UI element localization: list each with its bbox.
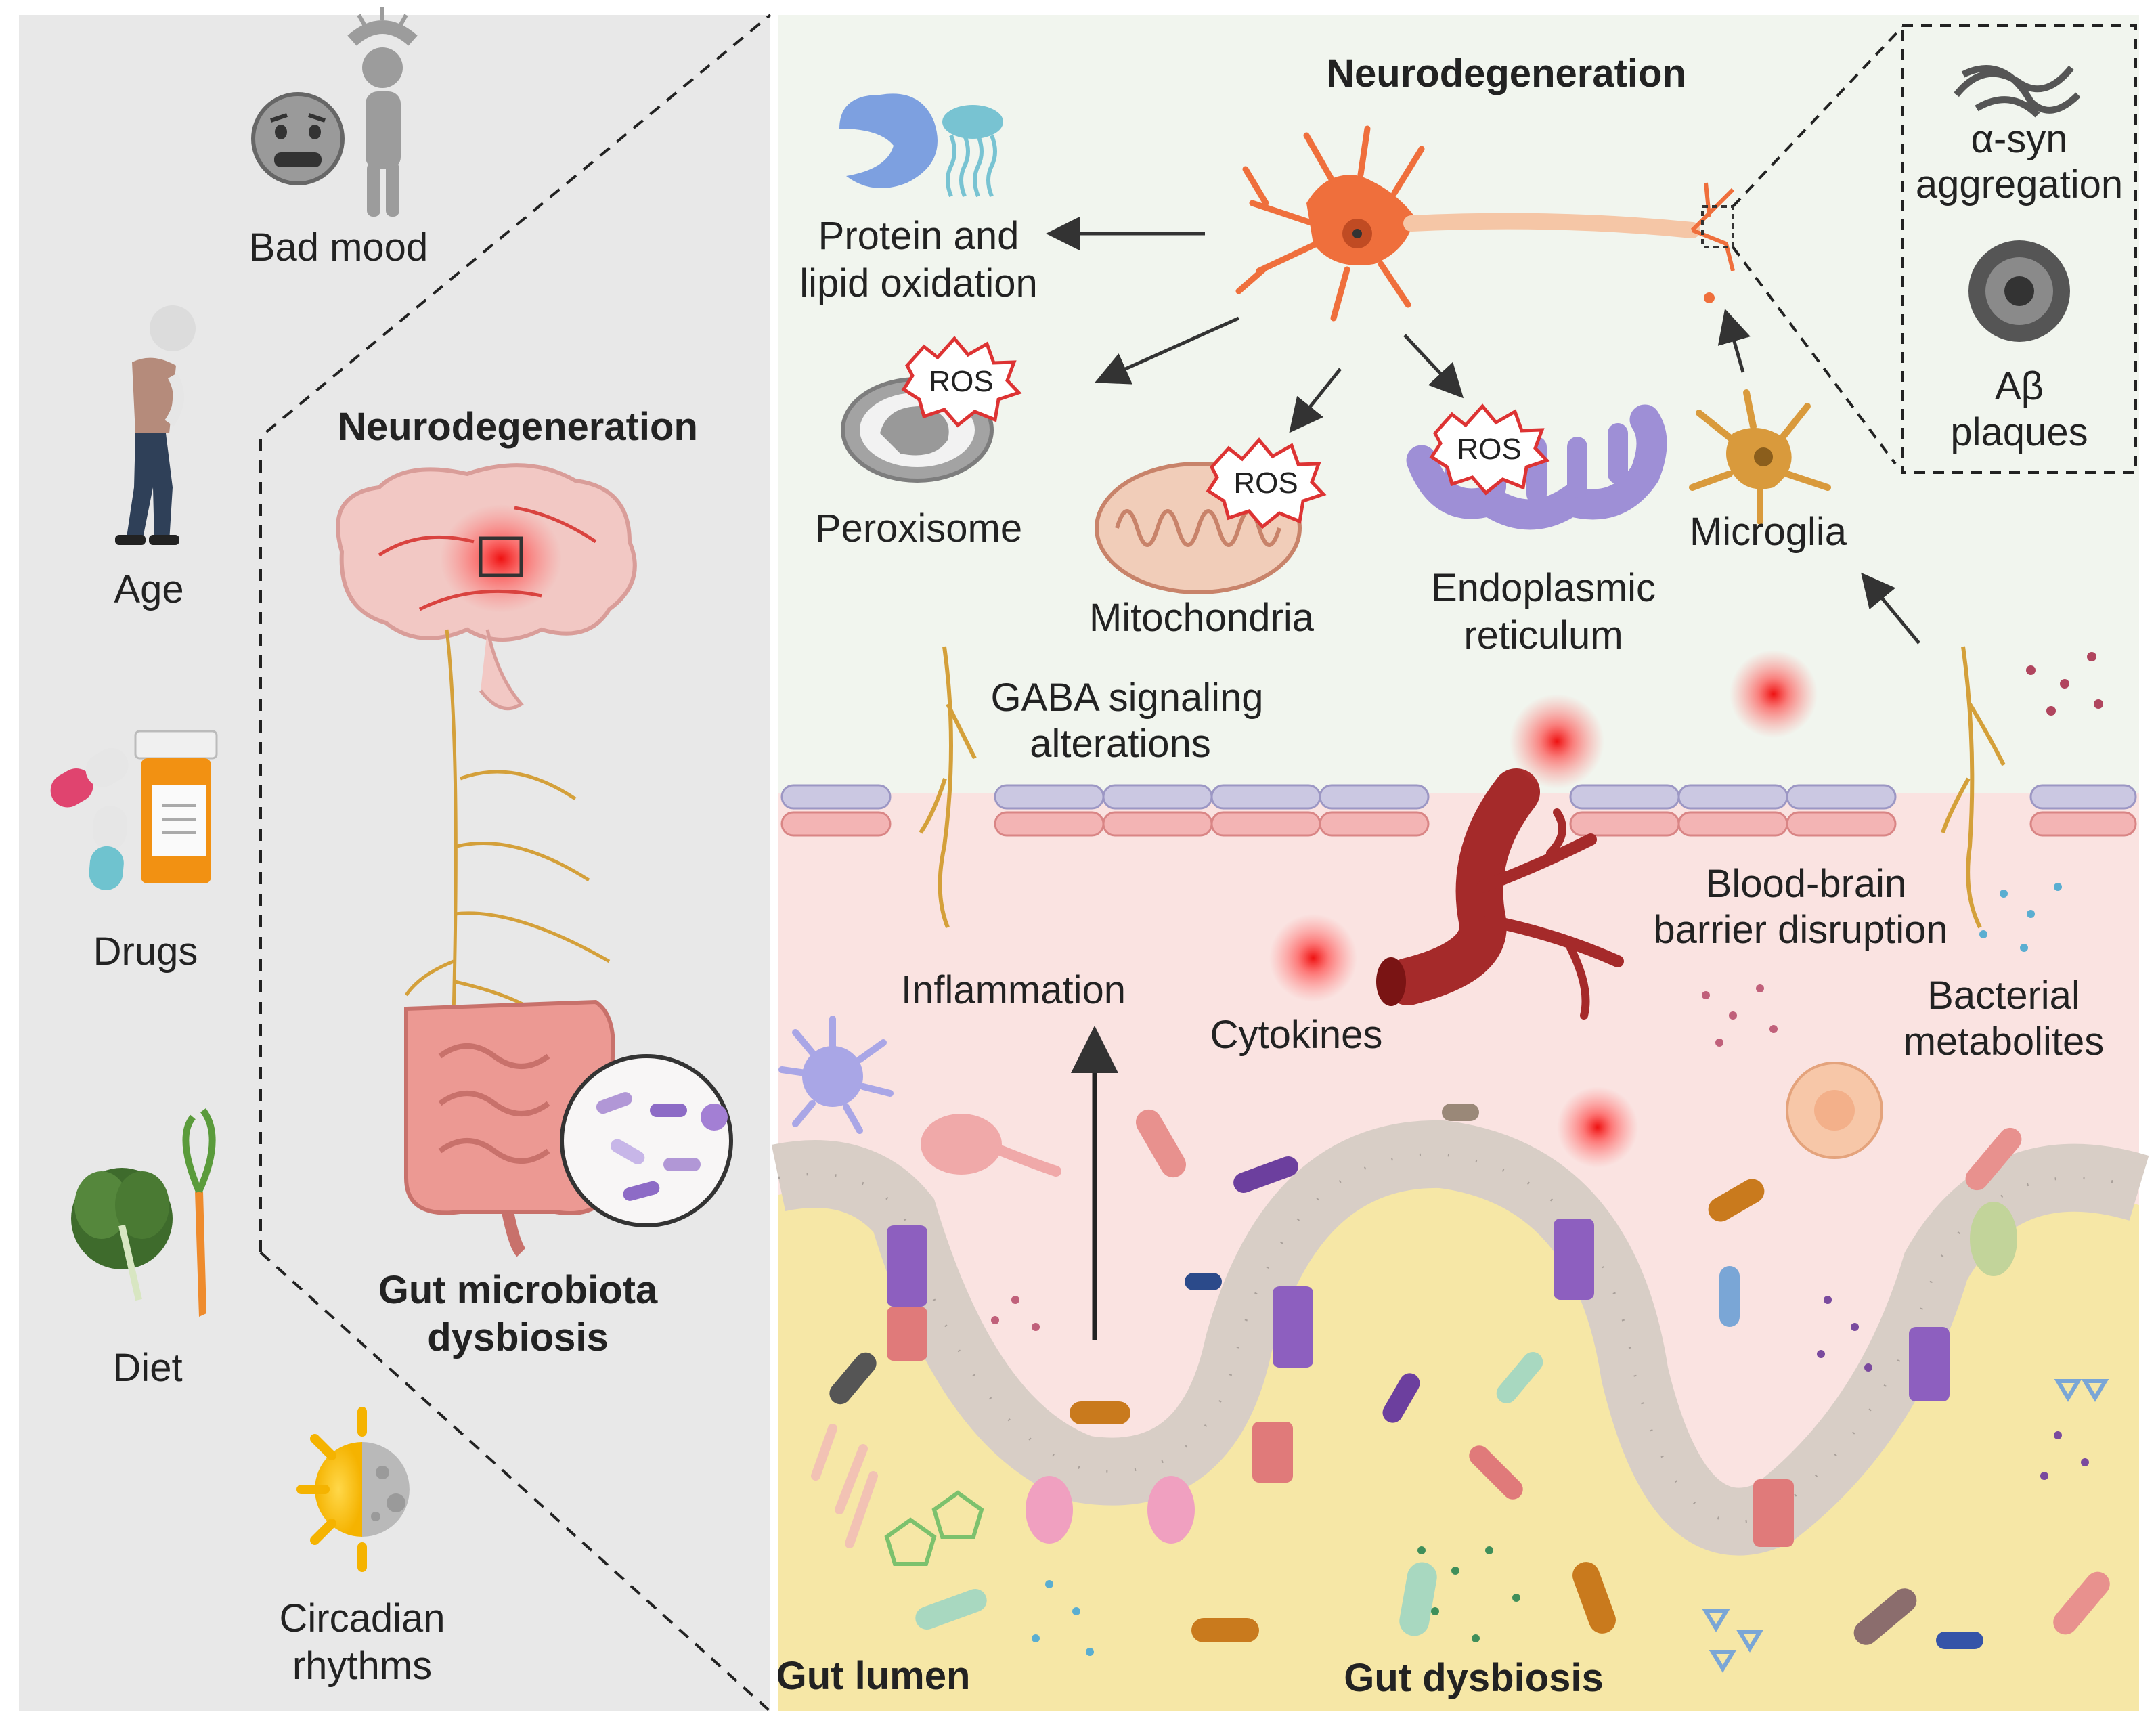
cytokine-glow xyxy=(1730,650,1818,738)
gaba-label-line1: GABA signaling xyxy=(990,676,1263,720)
damaged-tight-junction xyxy=(887,1307,927,1361)
er-label-line1: Endoplasmic xyxy=(1431,566,1656,610)
bacterial-metabolites-label-line1: Bacterial xyxy=(1927,974,2080,1018)
zoom-outline-top xyxy=(259,14,772,1252)
alpha-synuclein-aggregate-icon xyxy=(1954,65,2081,118)
ros-burst-er: ROS xyxy=(1429,403,1550,496)
gut-lumen-label: Gut lumen xyxy=(776,1654,971,1698)
pills-icon xyxy=(50,748,129,890)
cytokine-glow xyxy=(1557,1087,1638,1168)
triangle-metabolites xyxy=(1702,1379,2109,1673)
gut-dysbiosis-label: Gut dysbiosis xyxy=(1344,1656,1604,1700)
abeta-label-line2: plaques xyxy=(1950,410,2088,454)
protein-lipid-icon xyxy=(839,93,1003,198)
right-panel-title: Neurodegeneration xyxy=(1326,51,1686,95)
bbb-label-line1: Blood-brain xyxy=(1706,862,1907,906)
synapse-zoom-box xyxy=(1701,205,1734,248)
microbiota-magnifier-icon xyxy=(560,1054,733,1227)
goblet-cell xyxy=(1554,1219,1594,1300)
bacterial-metabolites-label-line2: metabolites xyxy=(1904,1020,2105,1064)
ros-label: ROS xyxy=(929,365,993,398)
dendritic-cell-icon xyxy=(778,1016,894,1134)
diet-label: Diet xyxy=(112,1346,182,1390)
arrow-microglia-to-neuron xyxy=(1717,308,1751,373)
gaba-label-line2: alterations xyxy=(1030,722,1211,766)
stressed-person-icon xyxy=(347,7,418,217)
bacteria-cluster xyxy=(829,1104,2110,1649)
arrow-neuron-to-er xyxy=(1403,334,1464,399)
goblet-cell xyxy=(1273,1286,1313,1368)
paneth-cell xyxy=(1026,1476,1073,1544)
macrophage-icon xyxy=(921,1114,1061,1177)
nerve-fiber-right xyxy=(1941,646,2006,929)
inset-connector-lines xyxy=(1732,26,1904,465)
protein-lipid-label-line2: lipid oxidation xyxy=(799,261,1037,305)
inflammation-label: Inflammation xyxy=(901,968,1126,1012)
drugs-label: Drugs xyxy=(93,930,198,974)
alpha-syn-label-line2: aggregation xyxy=(1916,162,2123,206)
ros-burst-mitochondria: ROS xyxy=(1206,437,1327,529)
damaged-tight-junction xyxy=(1252,1422,1293,1483)
amyloid-beta-plaque-icon xyxy=(1968,240,2070,342)
nerve-fiber-left xyxy=(919,646,977,929)
blood-vessel-icon xyxy=(1384,768,1624,1020)
pentagon-metabolites xyxy=(884,1490,984,1566)
paneth-cell xyxy=(1970,1202,2017,1276)
sun-moon-icon xyxy=(296,1407,410,1572)
metabolite-particles xyxy=(991,652,2103,1656)
cytokine-glow xyxy=(1510,694,1604,789)
age-label: Age xyxy=(114,567,183,611)
lipid-metabolites xyxy=(811,1424,878,1548)
cytokine-glow xyxy=(1269,914,1357,1002)
circadian-label-line2: rhythms xyxy=(292,1644,432,1688)
intestinal-epithelium xyxy=(771,1120,2149,1556)
brain-icon xyxy=(336,463,637,711)
left-panel-title: Neurodegeneration xyxy=(338,405,698,449)
microglia-icon xyxy=(1689,389,1831,525)
dysbiosis-label-line2: dysbiosis xyxy=(427,1315,609,1359)
ros-label: ROS xyxy=(1233,466,1298,500)
vegetables-icon xyxy=(71,1108,216,1317)
goblet-cell xyxy=(1909,1327,1950,1401)
circadian-label-line1: Circadian xyxy=(280,1596,445,1640)
neuron-icon xyxy=(1235,125,1735,322)
arrow-neuron-to-peroxisome xyxy=(1095,316,1240,385)
vessel-lumen xyxy=(1376,957,1406,1006)
pill-bottle-icon xyxy=(134,730,218,883)
damaged-tight-junction xyxy=(1753,1479,1794,1547)
elderly-person-icon xyxy=(115,305,196,545)
protein-lipid-label-line1: Protein and xyxy=(818,214,1019,258)
abeta-label-line1: Aβ xyxy=(1995,364,2044,408)
paneth-cell xyxy=(1147,1476,1195,1544)
intestine-icon xyxy=(404,999,615,1257)
cytokines-label: Cytokines xyxy=(1210,1013,1383,1057)
blood-brain-barrier xyxy=(780,784,2137,837)
microglia-label: Microglia xyxy=(1690,510,1847,554)
peroxisome-label: Peroxisome xyxy=(815,506,1022,550)
bbb-label-line2: barrier disruption xyxy=(1653,908,1948,952)
dysbiosis-label-line1: Gut microbiota xyxy=(378,1268,658,1312)
goblet-cell xyxy=(887,1225,927,1307)
bad-mood-label: Bad mood xyxy=(249,225,428,269)
arrow-neuron-to-mitochondria xyxy=(1289,368,1342,433)
ros-label: ROS xyxy=(1457,433,1521,466)
alpha-syn-label-line1: α-syn xyxy=(1971,117,2067,161)
er-label-line2: reticulum xyxy=(1464,613,1623,657)
mitochondria-label: Mitochondria xyxy=(1089,596,1315,640)
arrow-metabolites-to-microglia xyxy=(1861,572,1920,645)
mast-cell-icon xyxy=(1786,1062,1883,1159)
ros-burst-peroxisome: ROS xyxy=(901,336,1022,428)
gut-lumen-background xyxy=(778,1171,2139,1711)
zoom-outline-bottom xyxy=(259,1251,772,1713)
sad-face-icon xyxy=(251,92,345,185)
